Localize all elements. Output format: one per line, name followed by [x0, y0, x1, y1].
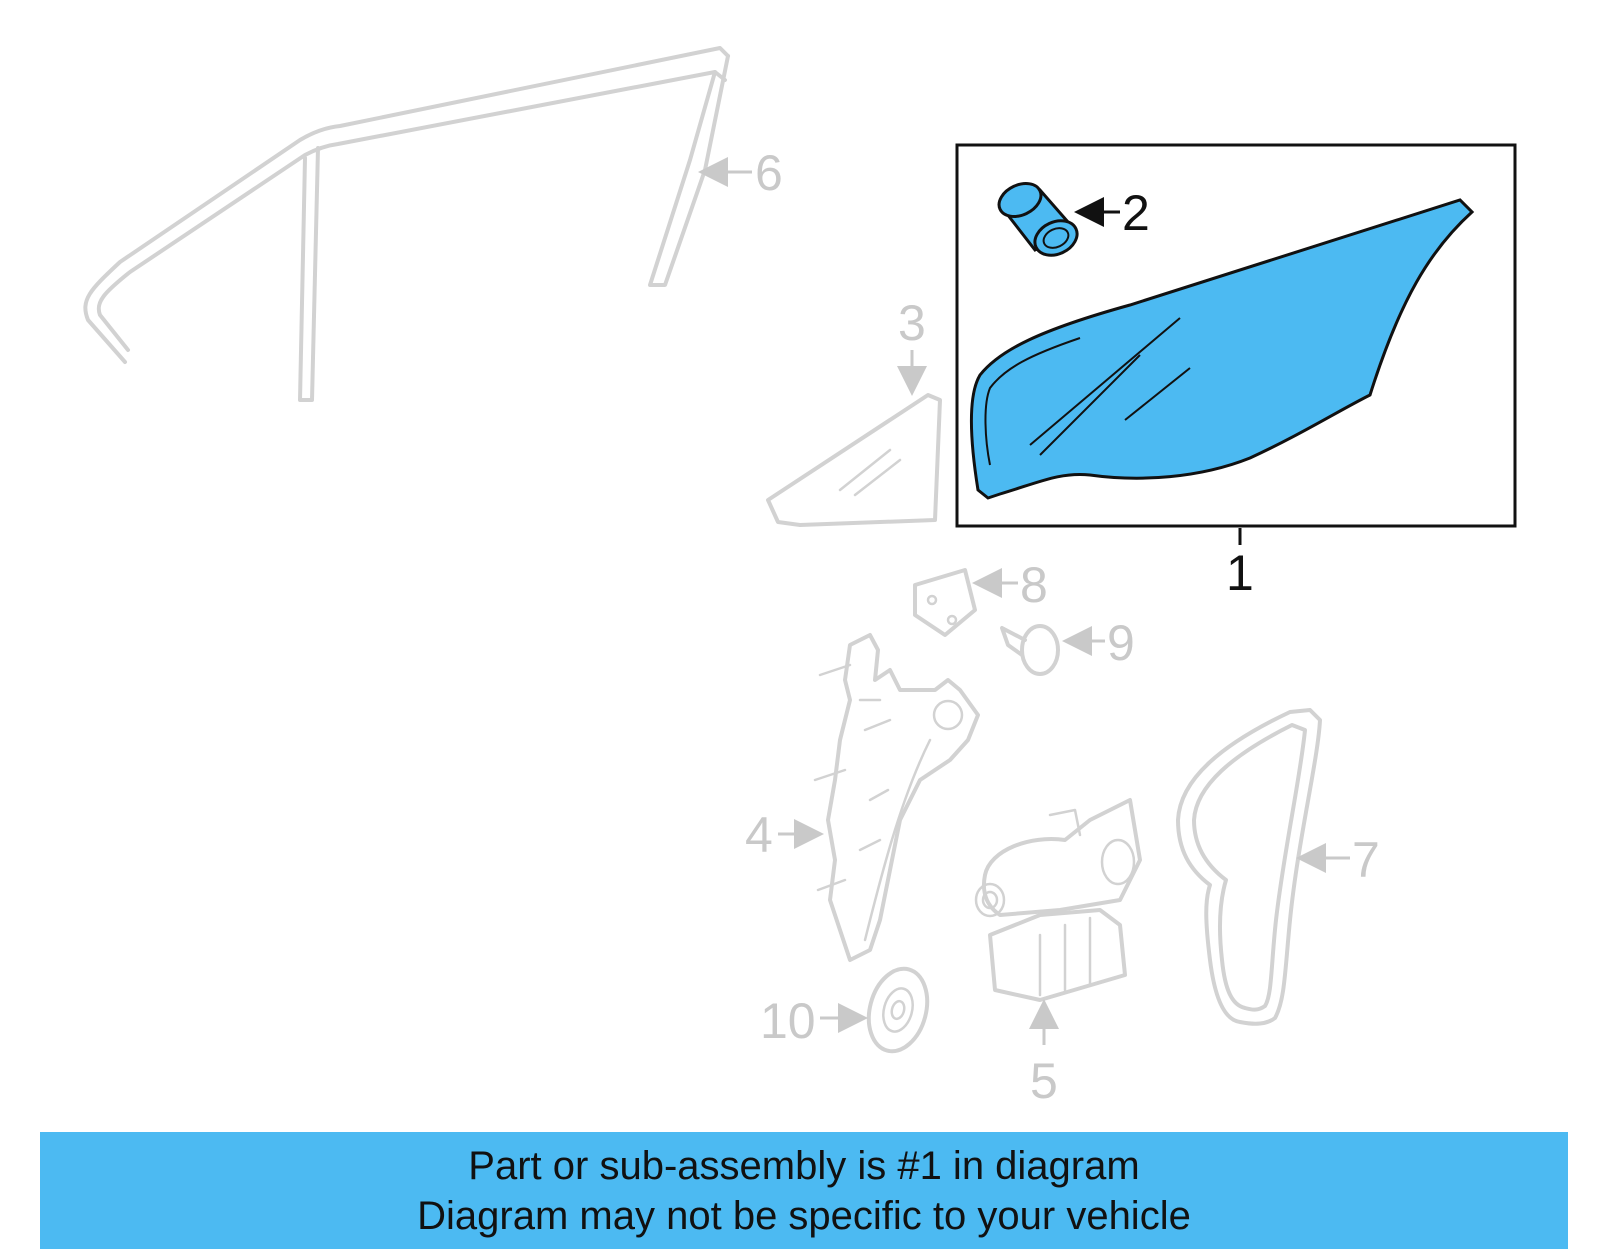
callout-2: 2 [1074, 185, 1150, 241]
callout-5: 5 [1029, 999, 1059, 1109]
part-2-bushing [997, 182, 1079, 257]
svg-text:4: 4 [745, 807, 773, 863]
svg-text:9: 9 [1107, 615, 1135, 671]
svg-text:3: 3 [898, 295, 926, 351]
callout-8: 8 [972, 557, 1048, 613]
callout-9: 9 [1062, 615, 1135, 671]
svg-text:6: 6 [755, 145, 783, 201]
part-8-bracket [913, 568, 977, 637]
door-glass [970, 198, 1475, 500]
svg-text:7: 7 [1352, 832, 1380, 888]
svg-text:5: 5 [1030, 1053, 1058, 1109]
callout-3: 3 [897, 295, 927, 396]
svg-text:1: 1 [1226, 545, 1254, 601]
callout-7: 7 [1296, 832, 1380, 888]
part-9-clip [1000, 624, 1060, 676]
part-4-regulator [813, 633, 980, 962]
callout-6: 6 [698, 145, 783, 201]
banner-line-1: Part or sub-assembly is #1 in diagram [468, 1143, 1140, 1188]
part-3-vent-glass [766, 393, 942, 527]
part-1-door-glass-box [955, 143, 1517, 528]
svg-text:10: 10 [760, 993, 816, 1049]
callout-1: 1 [1226, 528, 1254, 601]
svg-text:8: 8 [1020, 557, 1048, 613]
part-7-seal [1176, 708, 1322, 1026]
part-6-door-frame [83, 46, 730, 402]
info-banner: Part or sub-assembly is #1 in diagram Di… [40, 1132, 1568, 1249]
banner-line-2: Diagram may not be specific to your vehi… [417, 1193, 1191, 1238]
part-5-motor [974, 798, 1142, 1002]
svg-text:2: 2 [1122, 185, 1150, 241]
callout-10: 10 [760, 993, 868, 1049]
part-10-grommet [866, 966, 930, 1054]
callout-4: 4 [745, 807, 824, 863]
